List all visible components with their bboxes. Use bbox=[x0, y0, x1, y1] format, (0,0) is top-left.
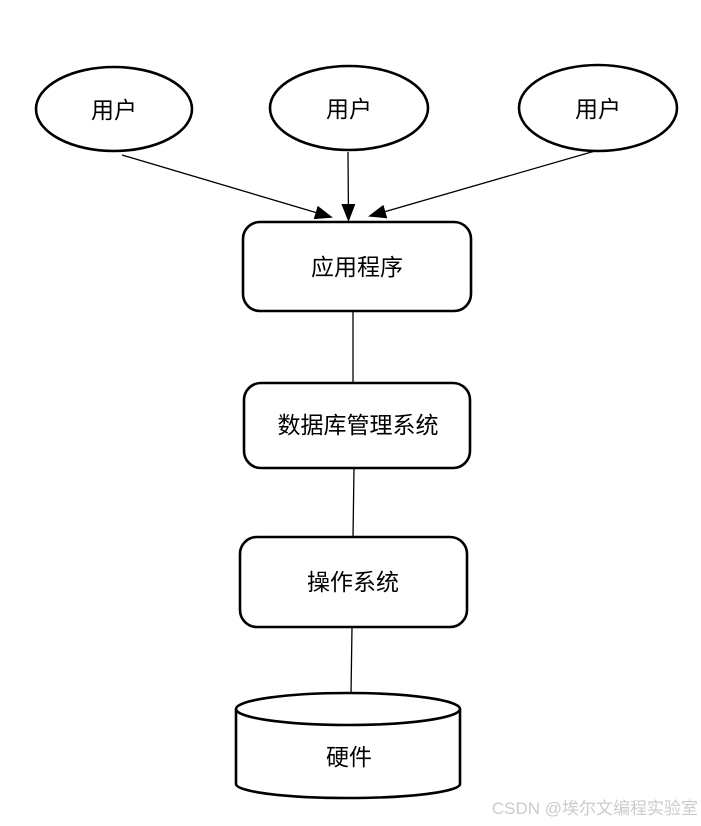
os-box bbox=[238, 535, 469, 629]
edges-users-to-application bbox=[121, 150, 596, 222]
dbms-box bbox=[242, 381, 472, 470]
application-box bbox=[241, 220, 473, 313]
user-2-ellipse bbox=[268, 64, 430, 152]
hardware-label: 硬件 bbox=[326, 744, 372, 770]
user-2-label: 用户 bbox=[326, 96, 372, 122]
node-os: 操作系统 bbox=[238, 535, 469, 629]
node-user-2: 用户 bbox=[268, 64, 430, 152]
node-hardware: 硬件 bbox=[234, 691, 462, 800]
hardware-cylinder-top bbox=[234, 691, 462, 727]
edge-dbms-os-line bbox=[352, 467, 355, 538]
edge-user3-application-arrow bbox=[368, 150, 596, 219]
user-3-label: 用户 bbox=[575, 96, 621, 122]
edge-os-hardware-line bbox=[350, 626, 353, 696]
user-3-ellipse bbox=[517, 63, 679, 153]
edge-user1-application-arrow bbox=[121, 154, 333, 220]
hardware-cylinder-body bbox=[234, 709, 462, 800]
node-user-1: 用户 bbox=[34, 65, 194, 153]
application-label: 应用程序 bbox=[311, 254, 403, 280]
dbms-label: 数据库管理系统 bbox=[278, 412, 439, 438]
node-user-3: 用户 bbox=[517, 63, 679, 153]
node-dbms: 数据库管理系统 bbox=[242, 381, 472, 470]
edge-user2-application-arrow bbox=[341, 151, 356, 222]
os-label: 操作系统 bbox=[307, 569, 399, 595]
user-1-ellipse bbox=[34, 65, 194, 153]
user-1-label: 用户 bbox=[91, 97, 137, 123]
watermark: CSDN @埃尔文编程实验室 bbox=[492, 799, 698, 818]
edges-layer-connectors bbox=[350, 311, 355, 696]
node-application: 应用程序 bbox=[241, 220, 473, 313]
